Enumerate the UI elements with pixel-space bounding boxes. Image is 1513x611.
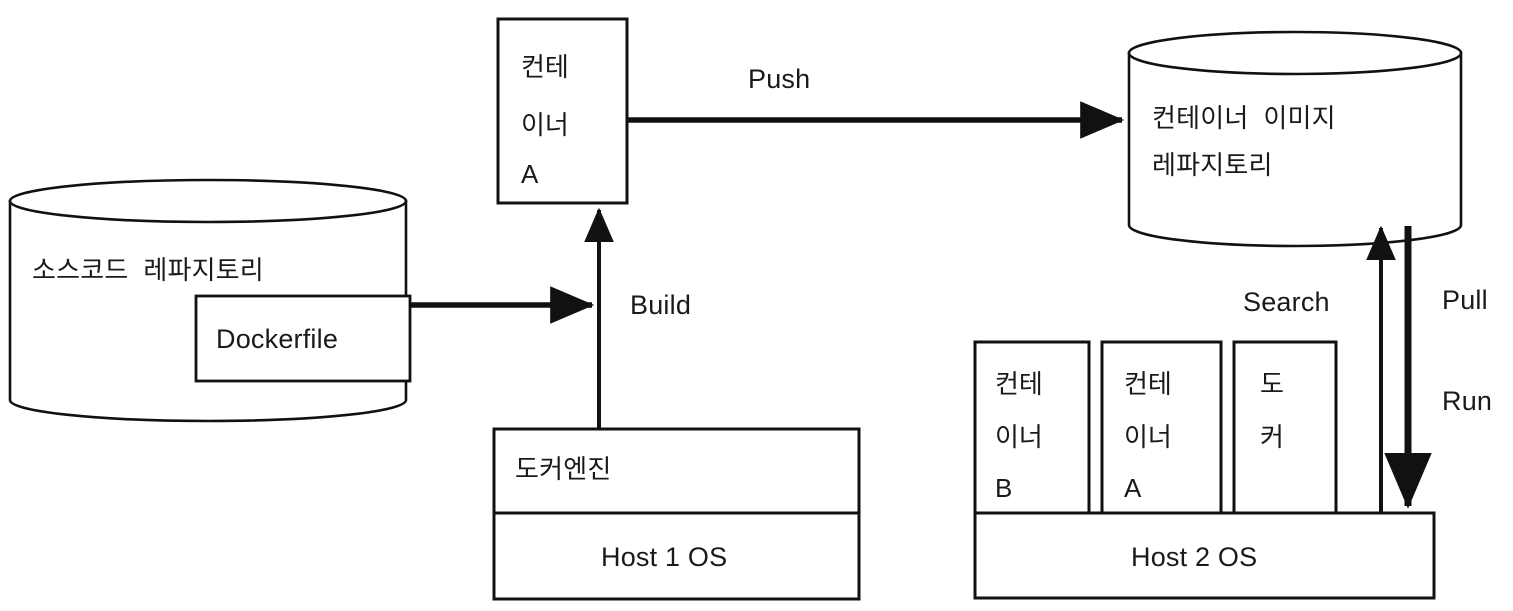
- edge-label-push: Push: [748, 64, 811, 94]
- container-a-built-line1: 컨테: [521, 52, 569, 82]
- container-a-running-line1: 컨테: [1124, 369, 1172, 399]
- container-b-line3: B: [995, 473, 1013, 503]
- container-a-built-line3: A: [521, 159, 539, 189]
- dockerfile-label: Dockerfile: [216, 324, 339, 354]
- docker-engine-label: 도커엔진: [515, 454, 612, 484]
- edge-label-run: Run: [1442, 386, 1493, 416]
- dockerfile-box: [194, 294, 412, 383]
- container-b-box: [973, 340, 1091, 515]
- host2-os-box: [973, 511, 1436, 600]
- container-a-running-line3: A: [1124, 473, 1142, 503]
- image-repo-line2: 레파지토리: [1152, 150, 1273, 180]
- edge-label-build: Build: [630, 290, 692, 320]
- container-a-built-line2: 이너: [521, 110, 569, 140]
- container-b-line2: 이너: [995, 422, 1043, 452]
- image-repo-line1: 컨테이너 이미지: [1152, 103, 1336, 133]
- docker-runtime-line1: 도: [1260, 369, 1284, 399]
- host1-os-box: [492, 511, 861, 601]
- container-a-built-box: [496, 17, 629, 205]
- source-repo-label: 소스코드 레파지토리: [32, 255, 264, 285]
- image-repo-cylinder: [1127, 30, 1463, 248]
- host1-os-label: Host 1 OS: [601, 542, 728, 572]
- container-a-running-line2: 이너: [1124, 422, 1172, 452]
- edge-label-pull: Pull: [1442, 285, 1488, 315]
- docker-runtime-line2: 커: [1260, 422, 1284, 452]
- host2-os-label: Host 2 OS: [1131, 542, 1258, 572]
- docker-engine-box: [492, 427, 861, 515]
- container-b-line1: 컨테: [995, 369, 1043, 399]
- docker-runtime-box: [1232, 340, 1338, 515]
- edge-label-search: Search: [1243, 287, 1330, 317]
- container-a-running-box: [1100, 340, 1223, 515]
